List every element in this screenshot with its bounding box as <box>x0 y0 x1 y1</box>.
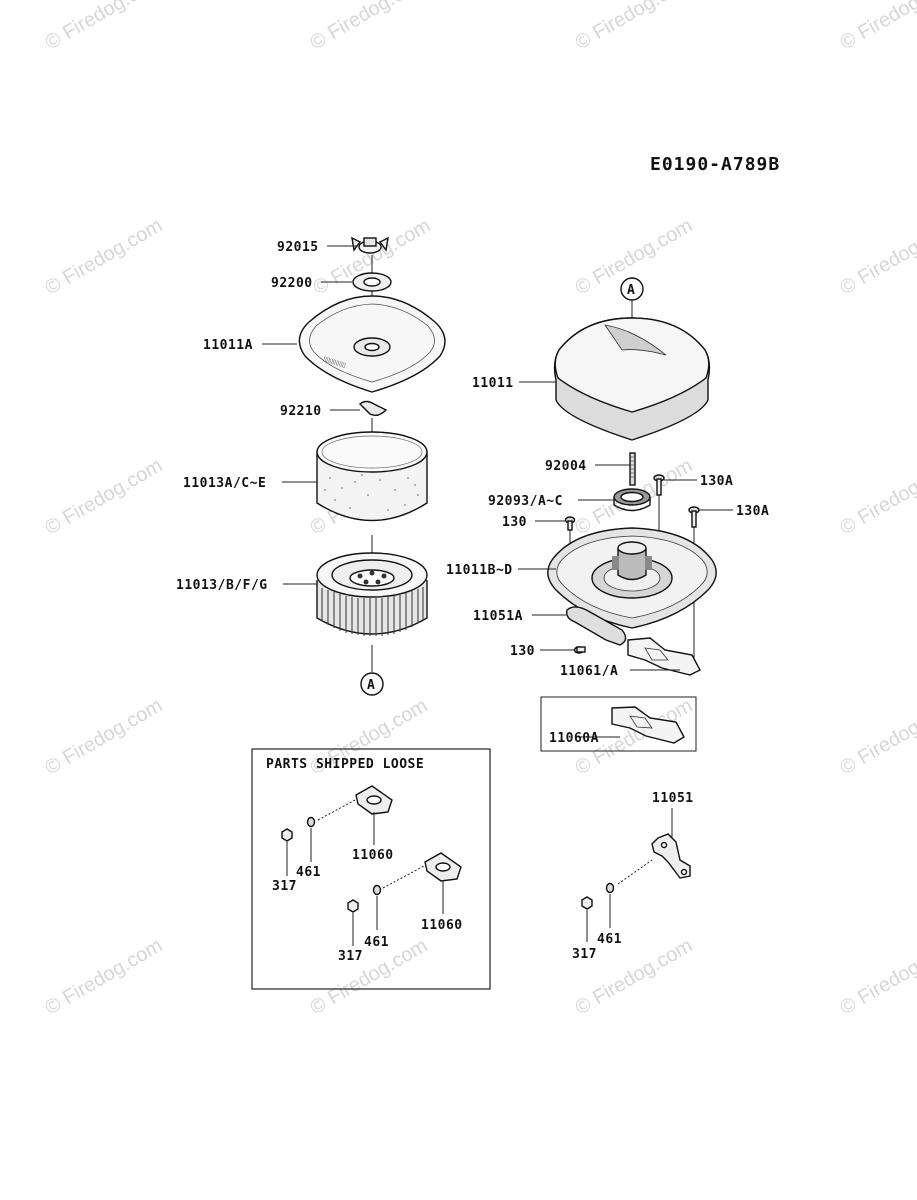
washer-461 <box>306 816 316 828</box>
part-label-11051A: 11051A <box>473 609 523 624</box>
part-label-92015: 92015 <box>277 240 319 255</box>
bracket-11051A <box>565 606 627 646</box>
watermark-layer: © Firedog.com © Firedog.com © Firedog.co… <box>42 0 917 1019</box>
bolt-130A <box>688 506 700 528</box>
part-label-11013: 11013/B/F/G <box>176 578 268 593</box>
wing-nut-92015 <box>351 236 389 254</box>
watermark: © Firedog.com <box>837 215 917 300</box>
nut-317 <box>581 896 593 910</box>
diagram-code: E0190-A789B <box>650 154 780 175</box>
air-cleaner-cover-11011 <box>553 317 711 441</box>
gasket-11060 <box>424 852 462 882</box>
svg-text:A: A <box>367 678 375 693</box>
gasket-11060 <box>355 785 393 815</box>
part-label-11013A: 11013A/C~E <box>183 476 266 491</box>
part-label-11011A: 11011A <box>203 338 253 353</box>
watermark: © Firedog.com <box>42 935 167 1020</box>
part-label-130: 130 <box>502 515 527 530</box>
bracket-11051 <box>651 833 691 879</box>
washer-461 <box>605 882 615 894</box>
part-label-92210: 92210 <box>280 404 322 419</box>
watermark: © Firedog.com <box>42 695 167 780</box>
seal-92093 <box>613 488 651 512</box>
air-filter-element-11013 <box>316 552 428 636</box>
part-label-130A: 130A <box>700 474 733 489</box>
part-label-317: 317 <box>338 949 363 964</box>
clip-92210 <box>358 400 388 417</box>
ref-marker-a: A <box>360 672 384 696</box>
watermark: © Firedog.com <box>307 0 432 54</box>
watermark: © Firedog.com <box>837 455 917 540</box>
part-label-11051: 11051 <box>652 791 694 806</box>
part-label-11060A: 11060A <box>549 731 599 746</box>
nut-317 <box>281 828 293 842</box>
part-label-317: 317 <box>572 947 597 962</box>
watermark: © Firedog.com <box>572 0 697 54</box>
part-label-461: 461 <box>364 935 389 950</box>
nut-317 <box>347 899 359 913</box>
part-label-92200: 92200 <box>271 276 313 291</box>
part-label-11061: 11061/A <box>560 664 618 679</box>
stud-92004 <box>629 452 636 486</box>
air-cleaner-cover-11011A: ▯▯▯▯▯▯▯ <box>298 295 446 393</box>
variant-box-11060A <box>540 696 697 752</box>
watermark: © Firedog.com <box>837 695 917 780</box>
watermark: © Firedog.com <box>837 0 917 54</box>
washer-461 <box>372 884 382 896</box>
ref-marker-a: A <box>620 277 644 301</box>
leader-line <box>382 865 425 889</box>
part-label-11060: 11060 <box>421 918 463 933</box>
part-label-130: 130 <box>510 644 535 659</box>
bolt-130 <box>573 646 586 654</box>
gasket-11061 <box>627 637 701 676</box>
watermark: © Firedog.com <box>42 215 167 300</box>
part-label-130A: 130A <box>736 504 769 519</box>
part-label-11060: 11060 <box>352 848 394 863</box>
leader-line <box>617 859 653 885</box>
pre-cleaner-11013A <box>316 431 428 522</box>
part-label-461: 461 <box>296 865 321 880</box>
parts-shipped-loose-title: PARTS SHIPPED LOOSE <box>266 757 424 772</box>
watermark: © Firedog.com <box>837 935 917 1020</box>
watermark: © Firedog.com <box>42 0 167 54</box>
part-label-11011: 11011 <box>472 376 514 391</box>
gasket-11060A <box>611 706 685 744</box>
part-label-11011B: 11011B~D <box>446 563 513 578</box>
part-label-461: 461 <box>597 932 622 947</box>
air-cleaner-base-11011B <box>547 527 717 629</box>
watermark: © Firedog.com <box>42 455 167 540</box>
leader-line <box>317 799 356 821</box>
washer-92200 <box>352 272 392 292</box>
parts-shipped-loose-box <box>251 748 491 990</box>
part-label-92004: 92004 <box>545 459 587 474</box>
part-label-317: 317 <box>272 879 297 894</box>
part-label-92093: 92093/A~C <box>488 494 563 509</box>
svg-text:A: A <box>627 283 635 298</box>
